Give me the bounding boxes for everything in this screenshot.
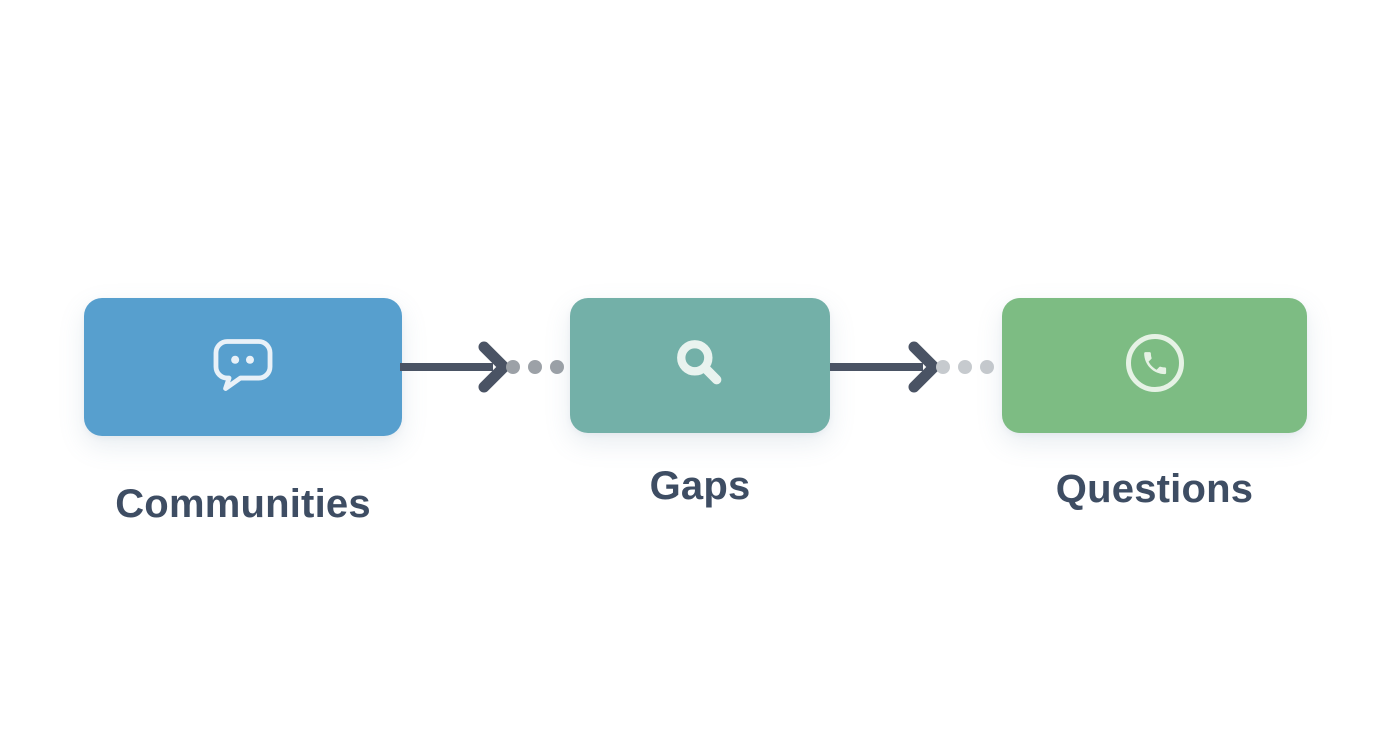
questions-box — [1002, 298, 1307, 433]
chat-bubble-icon — [209, 334, 277, 401]
communities-box — [84, 298, 402, 436]
connector-arrow-1 — [400, 337, 572, 397]
search-icon — [675, 338, 725, 393]
node-gaps: Gaps — [570, 298, 830, 509]
node-label-questions: Questions — [1055, 467, 1254, 511]
node-communities: Communities — [84, 298, 402, 527]
phone-icon — [1123, 331, 1187, 400]
node-label-gaps: Gaps — [649, 464, 751, 508]
node-questions: Questions — [1002, 298, 1307, 512]
connector-arrow-2 — [830, 337, 1002, 397]
gaps-box — [570, 298, 830, 433]
node-label-communities: Communities — [115, 482, 371, 526]
